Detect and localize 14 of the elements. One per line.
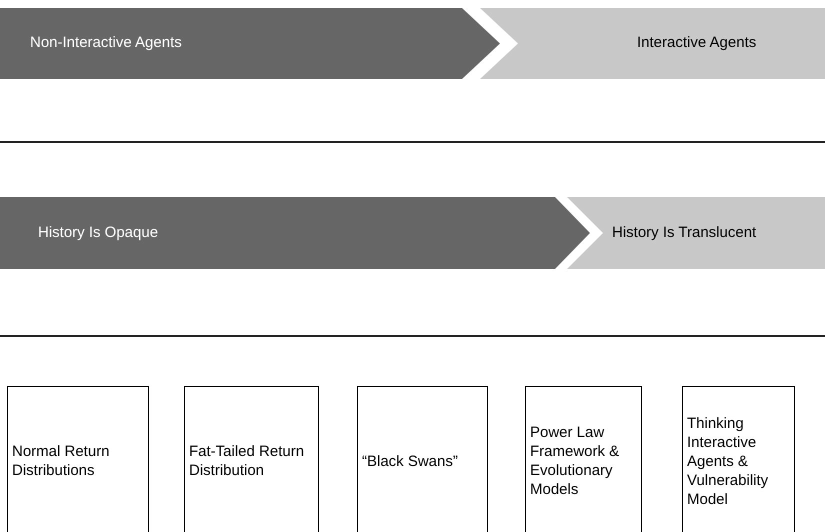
chevron-label: Non-Interactive Agents xyxy=(30,33,182,54)
text-box xyxy=(7,386,149,532)
chevron-label: History Is Opaque xyxy=(38,222,158,243)
box-label: “Black Swans” xyxy=(362,452,458,470)
text-box xyxy=(682,386,795,532)
text-box xyxy=(184,386,319,532)
box-label: Normal Return Distributions xyxy=(12,442,111,480)
box-label: Power Law Framework & Evolutionary Models xyxy=(530,423,620,499)
box-label: Fat-Tailed Return Distribution xyxy=(189,442,306,480)
text-box xyxy=(525,386,642,532)
chevron-label: Interactive Agents xyxy=(637,33,756,54)
box-label: Thinking Interactive Agents & Vulnerability Model xyxy=(687,414,770,508)
chevron-label: History Is Translucent xyxy=(612,222,756,243)
text-box xyxy=(357,386,488,532)
